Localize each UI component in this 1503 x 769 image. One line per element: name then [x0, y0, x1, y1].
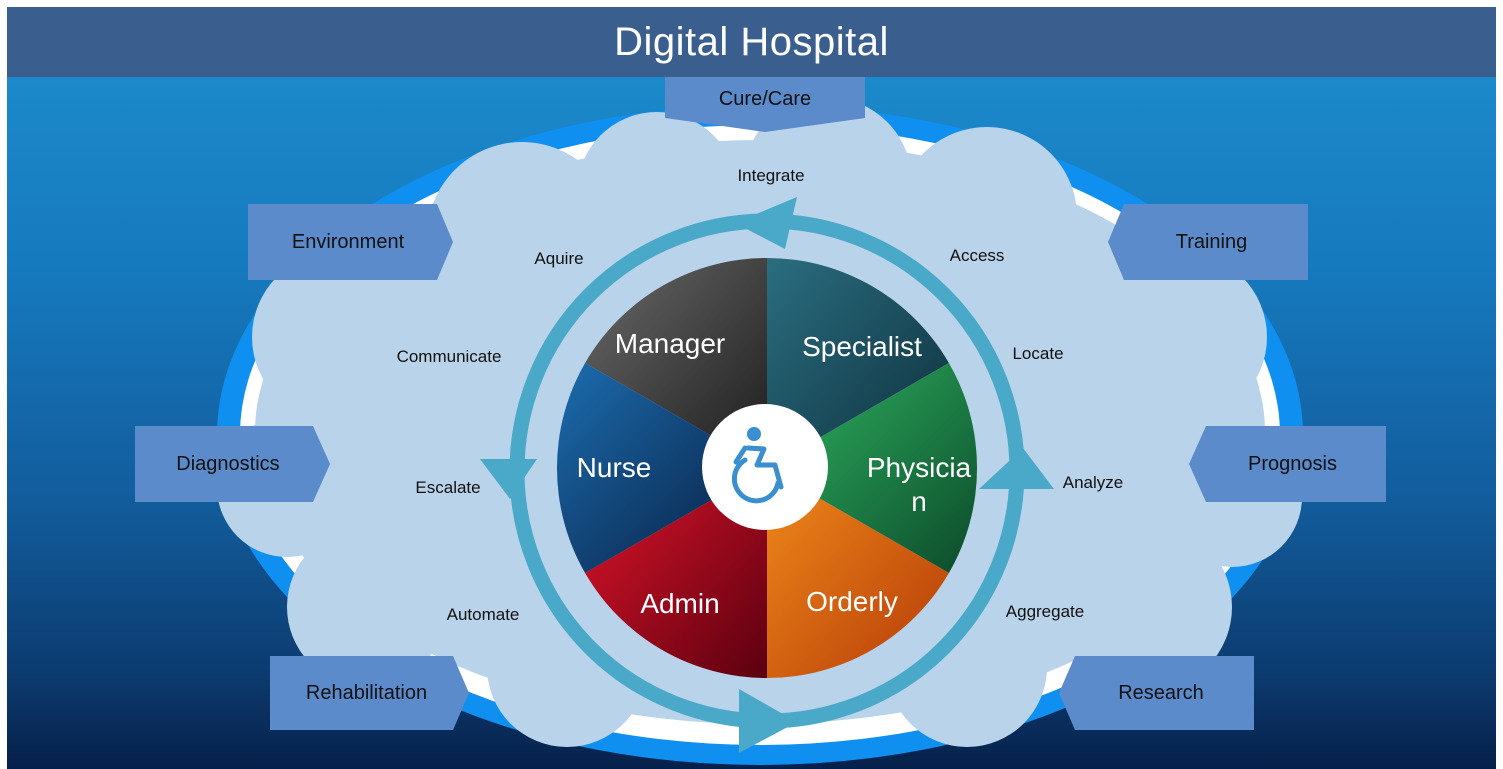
- role-orderly: Orderly: [806, 586, 898, 617]
- tab-diagnostics-label: Diagnostics: [176, 452, 280, 475]
- tab-research-shape: [1059, 656, 1254, 730]
- verb-automate: Automate: [446, 605, 520, 624]
- verb-aggregate: Aggregate: [1005, 602, 1085, 621]
- tab-research-label: Research: [1118, 681, 1204, 704]
- verb-integrate: Integrate: [737, 166, 805, 185]
- cycle-arrowhead-top: [735, 197, 797, 249]
- tab-cure-care: Cure/Care: [665, 81, 865, 117]
- tab-cure-care-label: Cure/Care: [718, 87, 812, 110]
- cycle-arrowhead-right: [979, 448, 1054, 489]
- wedge-manager: [585, 258, 767, 468]
- title-bar: Digital Hospital: [7, 7, 1496, 77]
- wheelchair-icon: [731, 427, 784, 504]
- verb-communicate: Communicate: [396, 347, 502, 366]
- tab-training-label: Training: [1175, 230, 1248, 253]
- tab-cure-care-shape: [665, 76, 865, 132]
- role-manager: Manager: [614, 328, 726, 359]
- page-title: Digital Hospital: [614, 19, 889, 64]
- tab-diagnostics-shape: [135, 426, 330, 502]
- diagram-canvas: Digital Hospital Cure/Care Environment T…: [7, 7, 1496, 769]
- role-admin: Admin: [640, 588, 720, 619]
- wedge-physician: [767, 363, 978, 573]
- cycle-arrowhead-left: [480, 459, 537, 499]
- tab-environment: Environment: [248, 204, 448, 280]
- tab-research: Research: [1068, 656, 1254, 730]
- tab-environment-label: Environment: [291, 230, 405, 253]
- tab-rehabilitation-shape: [270, 656, 469, 730]
- tab-rehabilitation: Rehabilitation: [270, 656, 463, 730]
- wedge-nurse: [556, 363, 767, 573]
- cloud-shape: [217, 97, 1302, 747]
- role-physician: Physician: [866, 452, 972, 517]
- tab-diagnostics: Diagnostics: [135, 426, 321, 502]
- verb-escalate: Escalate: [415, 478, 481, 497]
- tab-training: Training: [1115, 204, 1308, 280]
- wedge-orderly: [767, 468, 949, 678]
- role-nurse: Nurse: [576, 452, 652, 483]
- verb-aquire: Aquire: [534, 249, 584, 268]
- wedge-specialist: [767, 258, 949, 468]
- wedge-admin: [585, 468, 767, 678]
- tab-training-shape: [1108, 204, 1308, 280]
- verb-access: Access: [949, 246, 1005, 265]
- tab-environment-shape: [248, 204, 453, 280]
- role-specialist: Specialist: [802, 331, 922, 362]
- tab-prognosis: Prognosis: [1199, 426, 1386, 502]
- tab-prognosis-shape: [1189, 426, 1386, 502]
- tab-rehabilitation-label: Rehabilitation: [305, 681, 428, 704]
- cycle-arrowhead-bottom: [739, 689, 797, 753]
- verb-analyze: Analyze: [1062, 473, 1124, 492]
- verb-locate: Locate: [1012, 344, 1064, 363]
- diagram-graphic: [135, 76, 1386, 765]
- tab-prognosis-label: Prognosis: [1248, 452, 1337, 475]
